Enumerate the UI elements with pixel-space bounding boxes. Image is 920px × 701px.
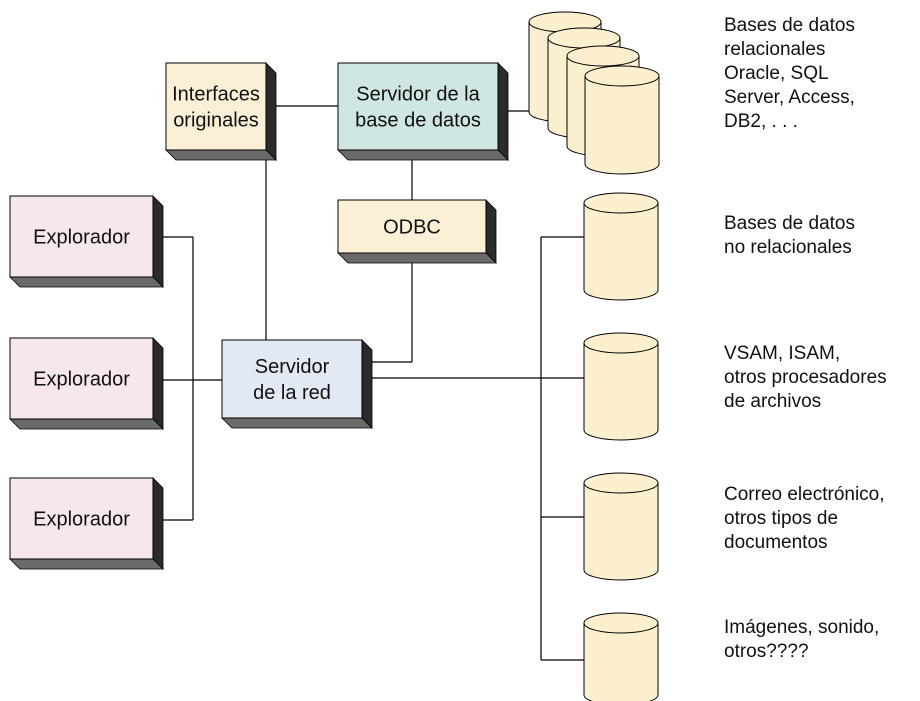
odbc-box-bottom [337,252,497,264]
browser-box-3-bottom [9,558,164,570]
component-boxes: Interfaces originales Servidor de la base d… [9,62,509,570]
browser-box-3-side [152,477,164,570]
images-sound-cylinder-body [583,622,659,701]
browser-box-2-bottom [9,418,164,430]
label-images-sound: Imágenes, sonido, otros???? [724,617,880,662]
file-processor-cylinder [583,332,659,441]
label-non-relational-databases: Bases de datos no relacionales [724,213,855,258]
legacy-interfaces-box-label-0: Interfaces [172,84,260,106]
database-server-box: Servidor de la base de datos [337,62,509,161]
database-server-box-label-0: Servidor de la [356,84,480,106]
legacy-interfaces-box-side [265,62,277,161]
label-relational-databases: Bases de datos relacionales Oracle, SQL … [724,15,855,132]
database-server-box-face [337,62,499,151]
browser-box-2-label-0: Explorador [33,369,130,391]
browser-box-1-label-0: Explorador [33,227,130,249]
odbc-box-face [337,199,487,254]
email-documents-cylinder-body [583,482,659,581]
legacy-interfaces-box-label-1: originales [173,110,259,132]
legacy-interfaces-box: Interfaces originales [165,62,277,161]
browser-box-1-side [152,195,164,288]
browser-box-1: Explorador [9,195,164,288]
non-relational-db-cylinder-body [583,202,659,301]
relational-db-cylinder-3-top [566,45,640,67]
connector-lines [163,105,598,661]
non-relational-db-cylinder [583,192,659,301]
label-file-processors: VSAM, ISAM, otros procesadores de archiv… [724,343,887,412]
network-server-box: Servidor de la red [221,339,373,429]
odbc-box-label-0: ODBC [383,217,441,239]
network-server-box-side [361,339,373,429]
browser-box-1-face [9,195,154,278]
odbc-box-side [485,199,497,264]
browser-box-3-label-0: Explorador [33,509,130,531]
network-server-box-face [221,339,363,419]
email-documents-cylinder [583,472,659,581]
legacy-interfaces-box-bottom [165,149,277,161]
network-server-box-label-1: de la red [253,382,331,404]
browser-box-3: Explorador [9,477,164,570]
database-server-box-side [497,62,509,161]
file-processor-cylinder-top [583,332,659,354]
database-server-box-label-1: base de datos [355,110,481,132]
relational-db-cylinder-4-top [584,65,660,87]
relational-db-cylinder-4 [584,65,660,175]
database-server-box-bottom [337,149,509,161]
browser-box-2-side [152,337,164,430]
images-sound-cylinder-top [583,612,659,634]
browser-box-1-bottom [9,276,164,288]
legacy-interfaces-box-face [165,62,267,151]
images-sound-cylinder [583,612,659,701]
network-server-box-label-0: Servidor [255,356,330,378]
non-relational-db-cylinder-top [583,192,659,214]
database-cylinders [528,11,660,701]
network-server-box-bottom [221,417,373,429]
browser-box-2-face [9,337,154,420]
browser-box-3-face [9,477,154,560]
relational-db-cylinder-2-top [547,27,621,49]
email-documents-cylinder-top [583,472,659,494]
file-processor-cylinder-body [583,342,659,441]
odbc-box: ODBC [337,199,497,264]
label-email-documents: Correo electrónico, otros tipos de docum… [724,484,885,553]
browser-box-2: Explorador [9,337,164,430]
relational-db-cylinder-4-body [584,75,660,175]
